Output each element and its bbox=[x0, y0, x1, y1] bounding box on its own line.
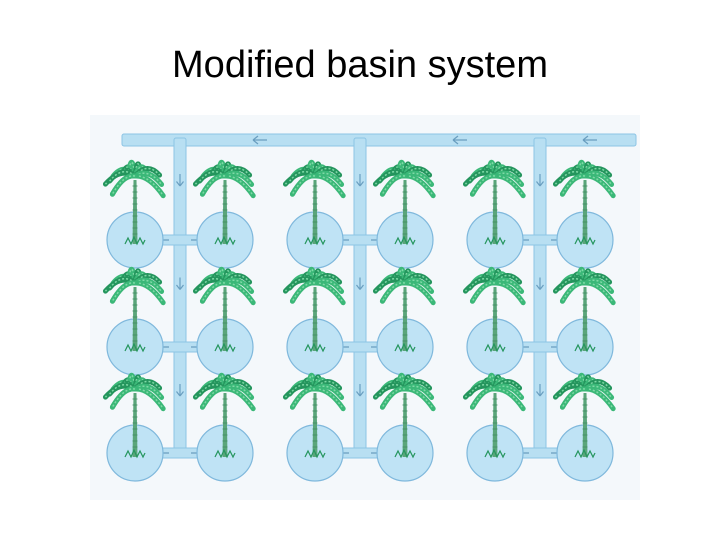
palm-tree-icon bbox=[192, 266, 256, 353]
palm-tree-icon bbox=[102, 159, 166, 246]
palm-tree-icon bbox=[552, 159, 616, 246]
flow-arrow-icon bbox=[356, 384, 364, 397]
palm-tree-icon bbox=[282, 159, 346, 246]
palm-tree-icon bbox=[282, 372, 346, 459]
palm-tree-icon bbox=[552, 266, 616, 353]
palm-tree-icon bbox=[372, 266, 436, 353]
palm-tree-icon bbox=[462, 266, 526, 353]
palm-tree-icon bbox=[552, 372, 616, 459]
palm-tree-icon bbox=[372, 372, 436, 459]
palm-tree-icon bbox=[372, 159, 436, 246]
flow-arrow-icon bbox=[452, 135, 467, 145]
flow-arrow-icon bbox=[176, 174, 184, 187]
palm-tree-icon bbox=[102, 372, 166, 459]
main-supply-canal bbox=[121, 133, 637, 147]
flow-arrow-icon bbox=[176, 384, 184, 397]
flow-arrow-icon bbox=[356, 277, 364, 290]
basin-diagram-svg bbox=[90, 115, 640, 500]
flow-arrow-icon bbox=[536, 174, 544, 187]
slide-title: Modified basin system bbox=[172, 44, 548, 86]
palm-tree-icon bbox=[102, 266, 166, 353]
palm-tree-icon bbox=[462, 372, 526, 459]
flow-arrow-icon bbox=[582, 135, 597, 145]
palm-tree-icon bbox=[282, 266, 346, 353]
palm-tree-icon bbox=[192, 372, 256, 459]
flow-arrow-icon bbox=[252, 135, 267, 145]
palm-tree-icon bbox=[192, 159, 256, 246]
basin-diagram bbox=[90, 110, 640, 500]
flow-arrow-icon bbox=[536, 277, 544, 290]
flow-arrow-icon bbox=[176, 277, 184, 290]
palm-tree-icon bbox=[462, 159, 526, 246]
flow-arrow-icon bbox=[356, 174, 364, 187]
flow-arrow-icon bbox=[536, 384, 544, 397]
